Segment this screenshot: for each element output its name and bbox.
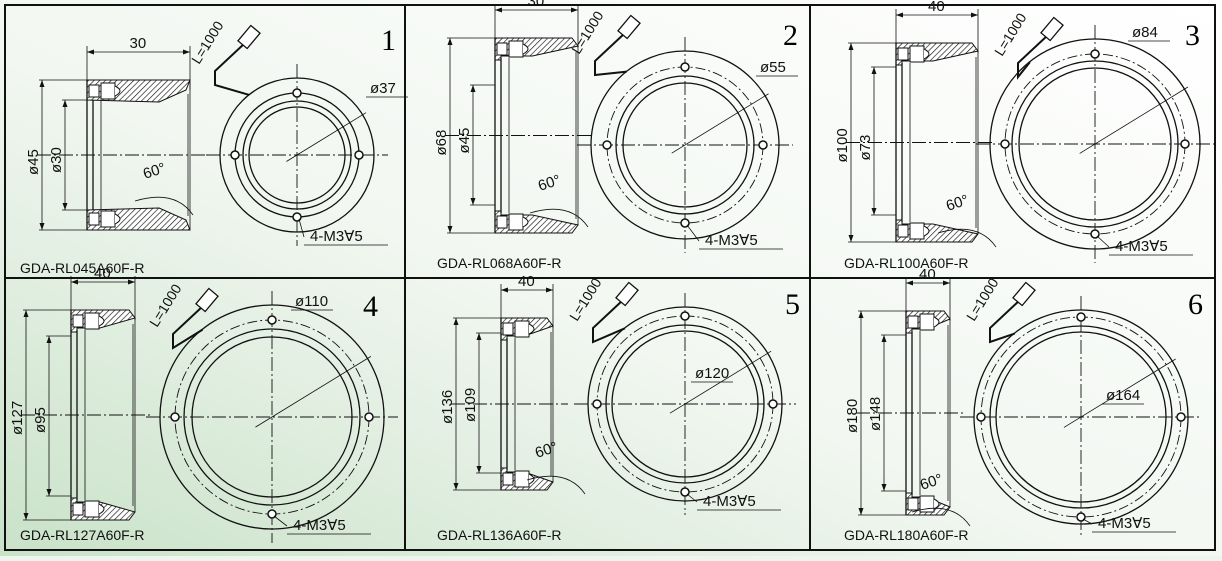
width-dimension: 40 xyxy=(928,0,945,15)
connector-icon xyxy=(617,14,641,40)
angle-annotation: 60° xyxy=(533,439,560,462)
model-label: GDA-RL136A60F-R xyxy=(437,527,562,543)
mounting-holes-label: 4-M3∀5 xyxy=(703,493,756,510)
mounting-hole xyxy=(292,212,302,222)
connector-icon xyxy=(615,281,639,307)
panel-index-number: 1 xyxy=(381,24,396,57)
connector-icon xyxy=(237,24,261,50)
bolt-circle-dimension: ø55 xyxy=(760,59,786,76)
mounting-hole xyxy=(758,140,768,150)
mounting-holes-label: 4-M3∀5 xyxy=(293,517,346,534)
model-label: GDA-RL045A60F-R xyxy=(20,260,145,276)
panel-index-number: 4 xyxy=(363,290,378,323)
cable xyxy=(1017,34,1049,80)
inner-diameter-dimension: ø95 xyxy=(32,407,49,433)
mounting-hole xyxy=(592,399,602,409)
bolt-circle-dimension: ø37 xyxy=(370,80,396,97)
side-section-view: 40 ø127 ø95 xyxy=(9,265,150,521)
panel-index-number: 5 xyxy=(785,288,800,321)
cable xyxy=(592,299,626,344)
mounting-hole xyxy=(267,315,277,325)
bolt-circle-dimension: ø164 xyxy=(1106,387,1140,404)
inner-diameter-dimension: ø148 xyxy=(867,397,884,431)
connector-icon xyxy=(1012,281,1036,307)
model-label: GDA-RL100A60F-R xyxy=(844,255,969,271)
mounting-holes-label: 4-M3∀5 xyxy=(310,228,363,245)
mounting-hole xyxy=(680,311,690,321)
width-dimension: 30 xyxy=(130,35,147,52)
bolt-circle-dimension: ø84 xyxy=(1132,24,1158,41)
outer-diameter-dimension: ø100 xyxy=(834,128,851,162)
mounting-holes-label: 4-M3∀5 xyxy=(1098,515,1151,532)
outer-diameter-dimension: ø45 xyxy=(25,149,42,175)
panel-index-number: 6 xyxy=(1188,288,1203,321)
mounting-holes-label: 4-M3∀5 xyxy=(705,232,758,249)
mounting-hole xyxy=(230,150,240,160)
width-dimension: 40 xyxy=(518,273,535,290)
mounting-hole xyxy=(292,88,302,98)
cable xyxy=(214,42,250,96)
mounting-hole xyxy=(1176,412,1186,422)
connector-icon xyxy=(195,287,219,313)
mounting-hole xyxy=(1090,49,1100,59)
mounting-hole xyxy=(976,412,986,422)
inner-diameter-dimension: ø45 xyxy=(456,128,473,154)
mounting-hole xyxy=(602,140,612,150)
inner-diameter-dimension: ø73 xyxy=(857,135,874,161)
cable xyxy=(594,32,627,77)
panel-grid-frame xyxy=(4,4,1216,551)
angle-annotation: 60° xyxy=(536,172,563,195)
mounting-hole xyxy=(1000,139,1010,149)
mounting-hole xyxy=(768,399,778,409)
side-section-view: 30 ø45 ø30 60° xyxy=(25,35,205,231)
side-section-view: 40 ø100 ø73 60° xyxy=(834,0,997,248)
angle-annotation: 60° xyxy=(918,471,945,494)
cable xyxy=(172,305,204,350)
panel-index-number: 3 xyxy=(1185,19,1200,52)
mounting-hole xyxy=(170,412,180,422)
width-dimension: 40 xyxy=(919,266,936,283)
bolt-circle-dimension: ø120 xyxy=(695,365,729,382)
mounting-hole xyxy=(680,62,690,72)
mounting-hole xyxy=(1076,312,1086,322)
mounting-holes-label: 4-M3∀5 xyxy=(1115,238,1168,255)
panel-index-number: 2 xyxy=(783,19,798,52)
outer-diameter-dimension: ø180 xyxy=(844,399,861,433)
inner-diameter-dimension: ø30 xyxy=(48,147,65,173)
side-section-view: 40 ø180 ø148 60° xyxy=(844,266,971,527)
outer-diameter-dimension: ø127 xyxy=(9,401,26,435)
mounting-hole xyxy=(1180,139,1190,149)
outer-diameter-dimension: ø136 xyxy=(439,390,456,424)
cable xyxy=(989,299,1021,344)
model-label: GDA-RL127A60F-R xyxy=(20,527,145,543)
model-label: GDA-RL068A60F-R xyxy=(437,255,562,271)
model-label: GDA-RL180A60F-R xyxy=(844,527,969,543)
angle-annotation: 60° xyxy=(944,192,971,215)
angle-annotation: 60° xyxy=(141,160,168,183)
outer-diameter-dimension: ø68 xyxy=(433,130,450,156)
connector-icon xyxy=(1040,16,1064,42)
mounting-hole xyxy=(354,150,364,160)
mounting-hole xyxy=(364,412,374,422)
width-dimension: 40 xyxy=(94,265,111,282)
bolt-circle-dimension: ø110 xyxy=(295,293,328,310)
inner-diameter-dimension: ø109 xyxy=(462,388,479,422)
